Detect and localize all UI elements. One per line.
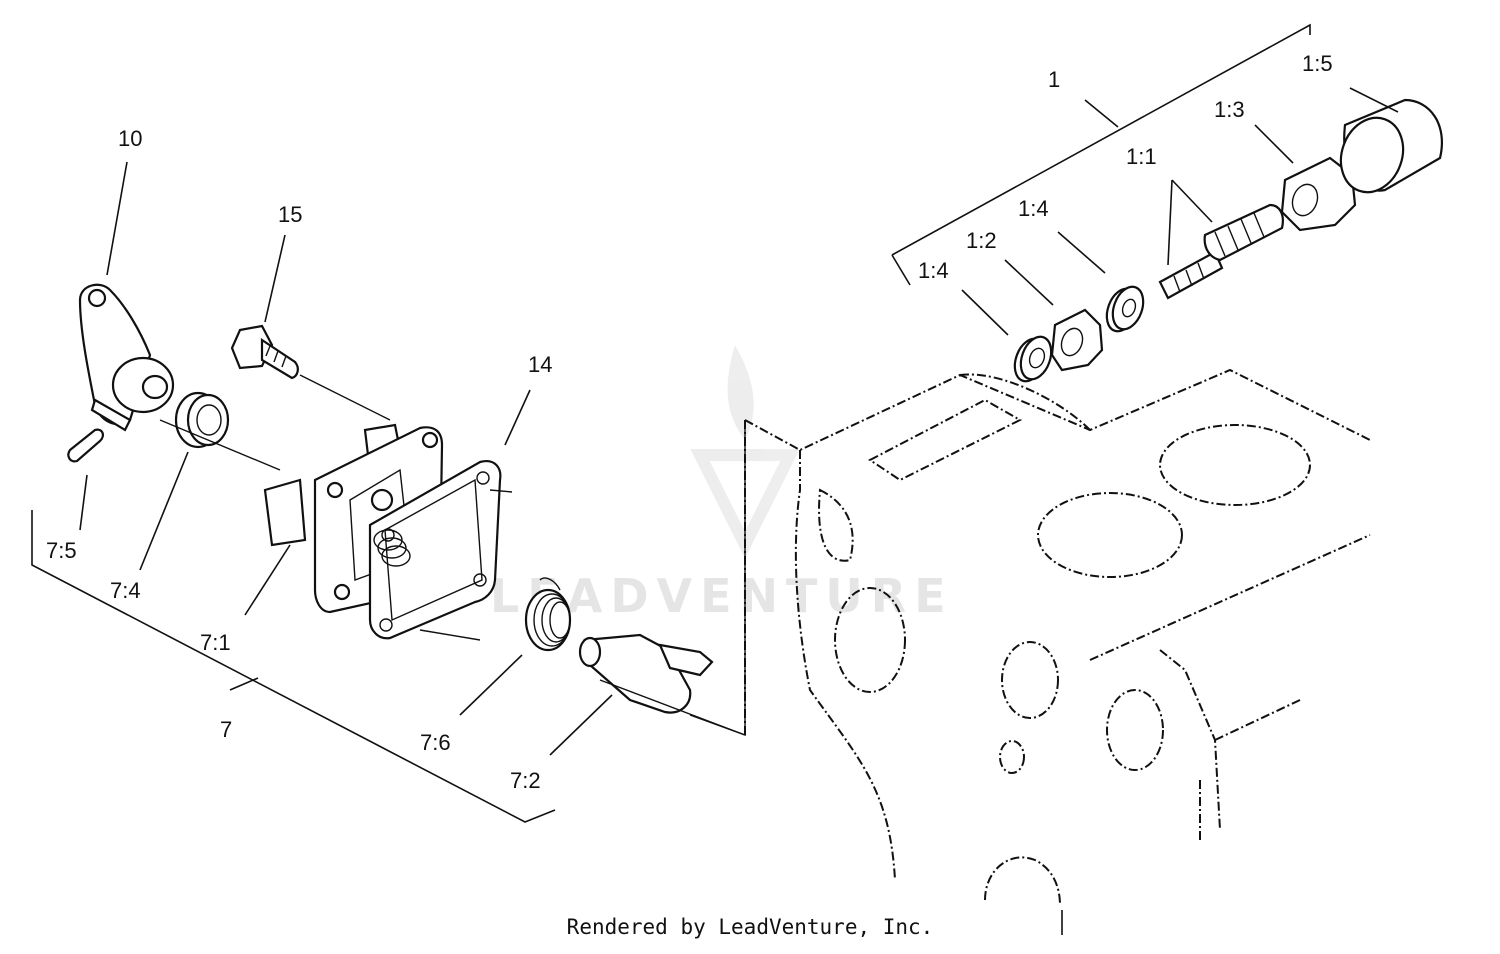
callout-1-5: 1:5 bbox=[1302, 51, 1333, 76]
inner-spring bbox=[373, 529, 411, 567]
callout-7: 7 bbox=[220, 717, 232, 742]
cap-1-5 bbox=[1339, 98, 1443, 194]
callout-1-4-lower: 1:4 bbox=[918, 258, 949, 283]
torsion-spring bbox=[524, 577, 572, 652]
callout-14: 14 bbox=[528, 352, 552, 377]
callout-7-4: 7:4 bbox=[110, 578, 141, 603]
leader-lines bbox=[79, 87, 1399, 935]
governor-lever bbox=[78, 283, 175, 432]
callout-labels: 10 15 14 7:5 7:4 7:1 7 7:6 7:2 1 1:5 1:3… bbox=[46, 51, 1333, 793]
callout-10: 10 bbox=[118, 126, 142, 151]
pin bbox=[67, 428, 104, 463]
callout-7-5: 7:5 bbox=[46, 538, 77, 563]
oil-seal bbox=[174, 391, 230, 449]
governor-shaft bbox=[578, 633, 714, 714]
gasket bbox=[368, 460, 502, 640]
washer-1-4-lower bbox=[1013, 335, 1053, 383]
adjusting-screw bbox=[1158, 203, 1284, 300]
washer-1-4-upper bbox=[1105, 285, 1145, 333]
callout-1-4-upper: 1:4 bbox=[1018, 196, 1049, 221]
callout-7-6: 7:6 bbox=[420, 730, 451, 755]
callout-7-2: 7:2 bbox=[510, 768, 541, 793]
leadventure-watermark-logo: LEADVENTURE bbox=[490, 345, 946, 623]
nut-1-3 bbox=[1280, 156, 1357, 232]
bracket-assembly-7 bbox=[31, 510, 556, 823]
bolt bbox=[230, 324, 299, 380]
nut-1-2 bbox=[1050, 308, 1104, 372]
footer-credit: Rendered by LeadVenture, Inc. bbox=[566, 915, 934, 939]
bracket-assembly-1 bbox=[891, 23, 1311, 286]
callout-15: 15 bbox=[278, 202, 302, 227]
callout-1-1: 1:1 bbox=[1126, 144, 1157, 169]
callout-7-1: 7:1 bbox=[200, 630, 231, 655]
callout-1-3: 1:3 bbox=[1214, 97, 1245, 122]
callout-1: 1 bbox=[1048, 67, 1060, 92]
callout-1-2: 1:2 bbox=[966, 228, 997, 253]
